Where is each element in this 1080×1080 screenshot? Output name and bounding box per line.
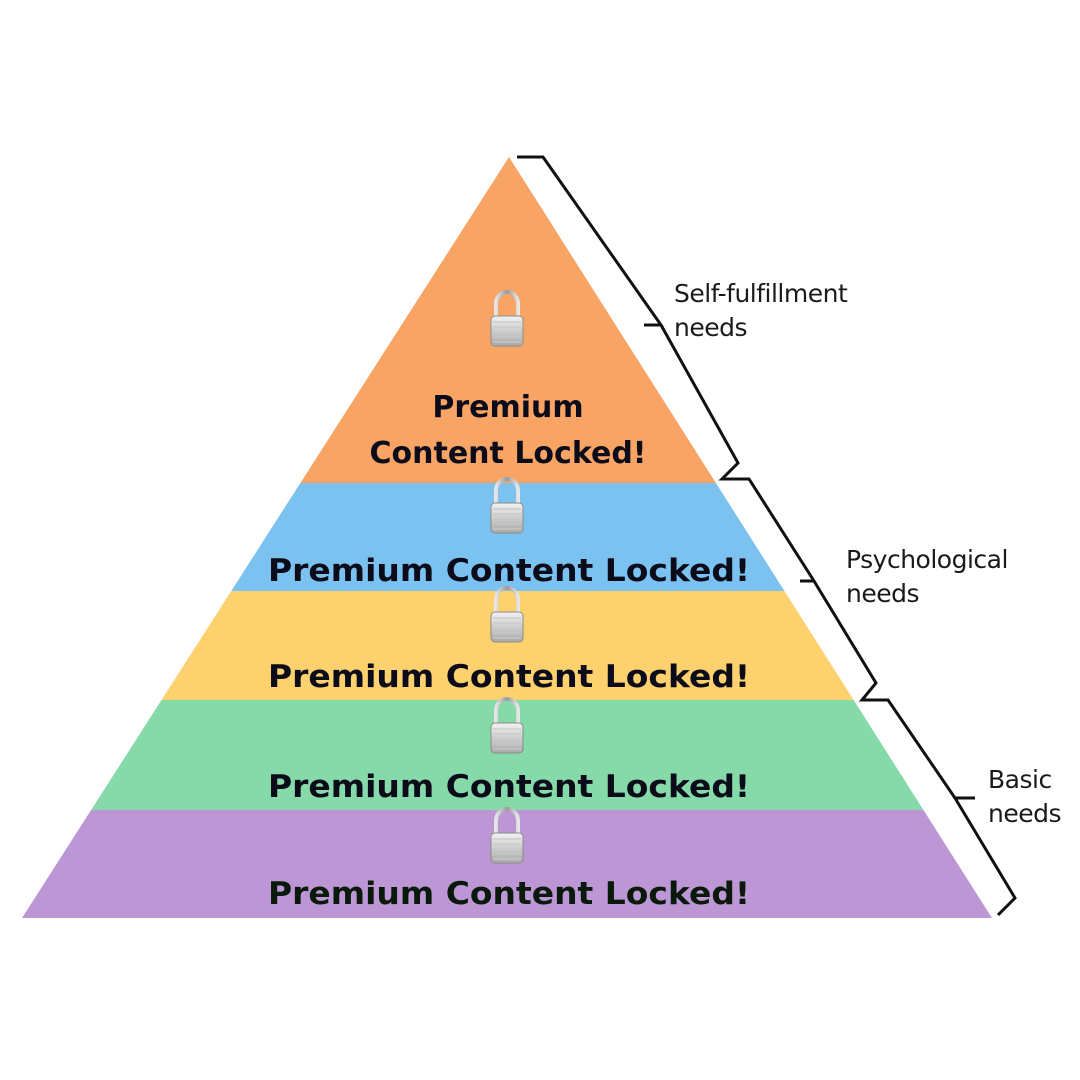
group-label-line: needs [846,579,920,608]
group-label-psychological: Psychological needs [846,543,1008,611]
group-label-line: Basic [988,765,1052,794]
pyramid-tier-second [91,700,924,810]
pyramid-tier-fourth [231,483,785,591]
group-label-self-fulfillment: Self-fulfillment needs [674,277,848,345]
group-label-line: Self-fulfillment [674,279,848,308]
pyramid-tier-base [22,810,992,918]
group-label-line: needs [988,799,1062,828]
tier-label-base: Premium Content Locked! [268,876,750,912]
tier-label-second: Premium Content Locked! [268,769,750,805]
tier-label-third: Premium Content Locked! [268,659,750,695]
tier-label-top-line1: Premium [432,390,583,425]
group-label-line: Psychological [846,545,1008,574]
group-label-line: needs [674,313,748,342]
group-label-basic: Basic needs [988,763,1062,831]
pyramid-tier-third [161,591,854,700]
bracket-basic [862,698,1017,917]
tier-label-fourth: Premium Content Locked! [268,553,750,589]
tier-label-top-line2: Content Locked! [370,436,647,471]
